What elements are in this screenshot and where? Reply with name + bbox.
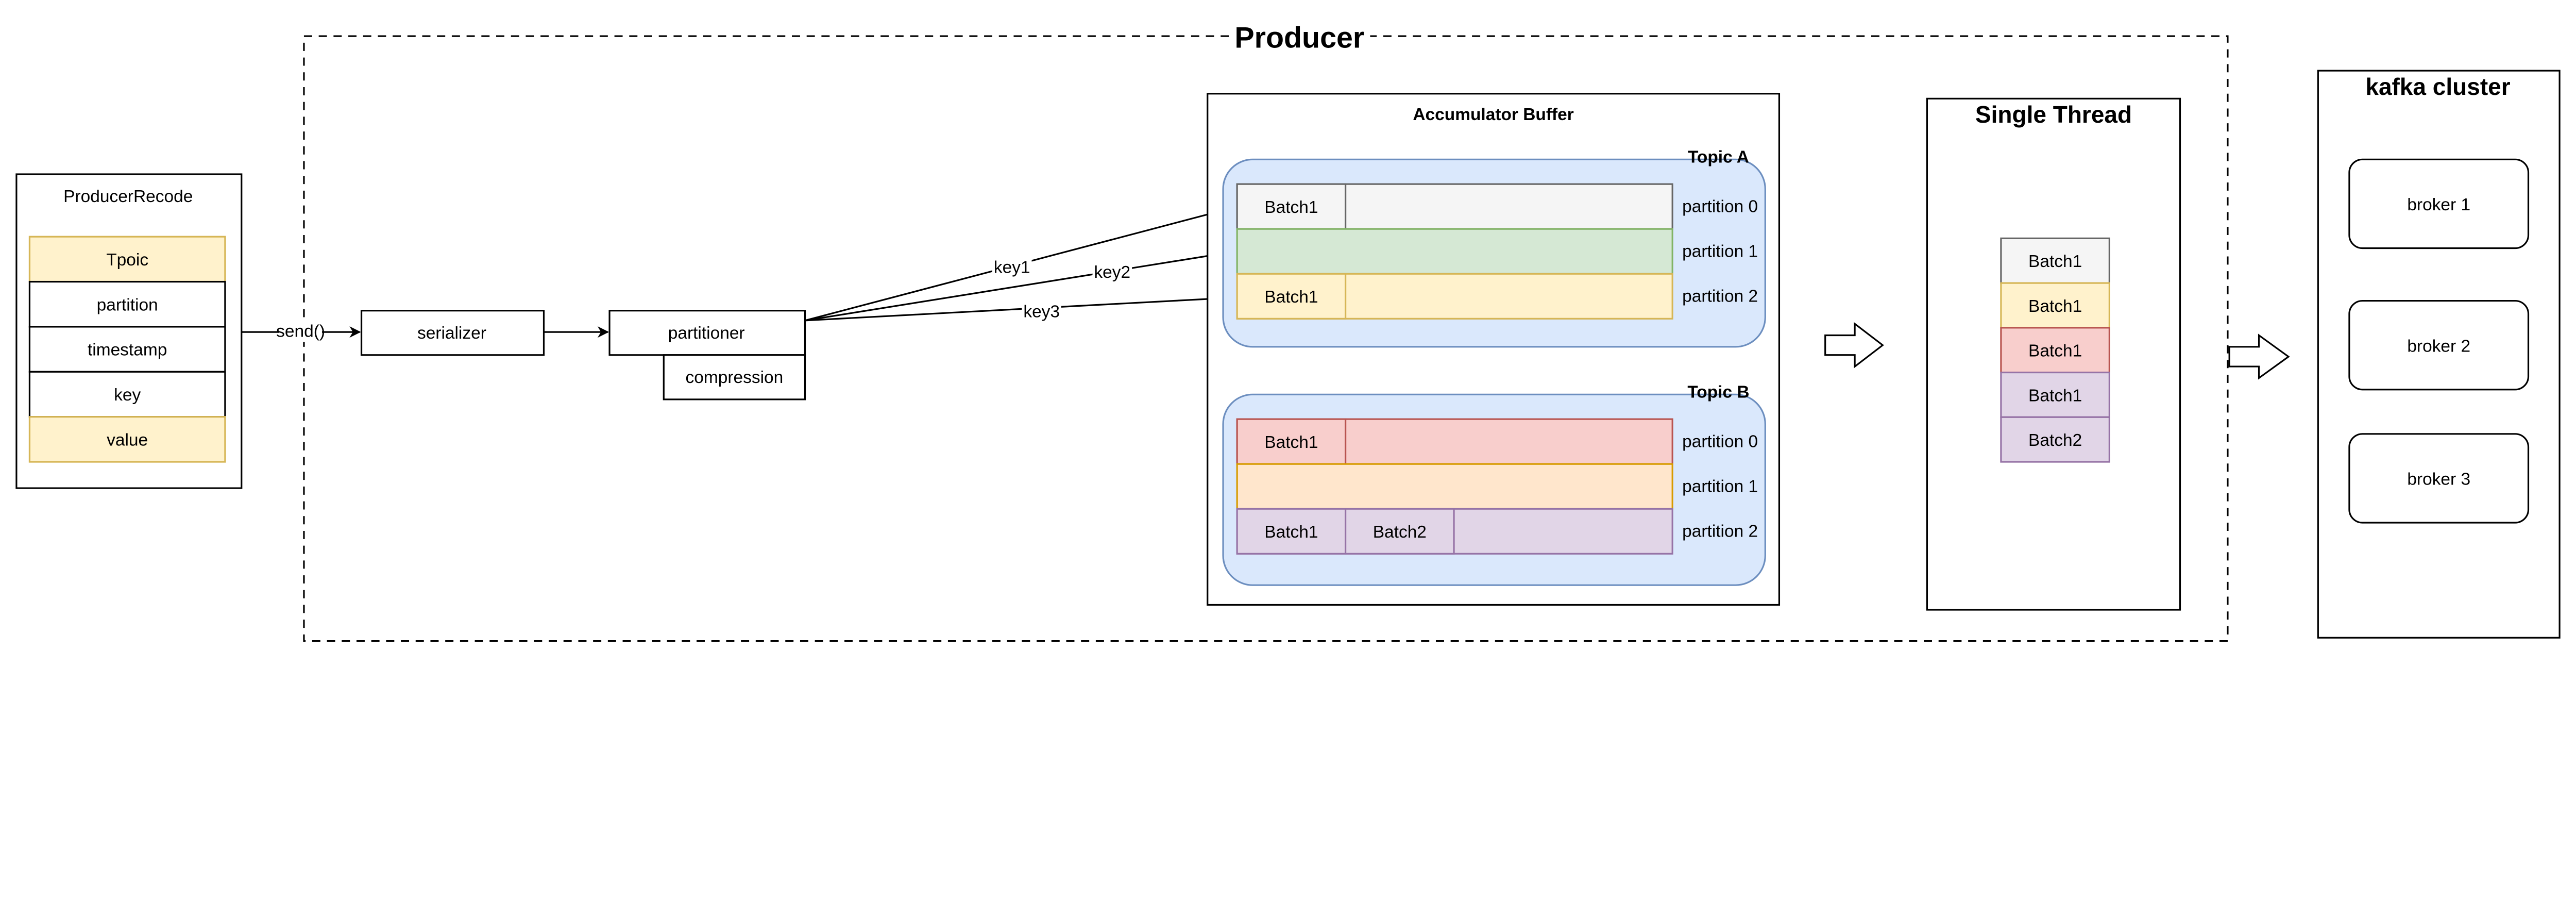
- batch-cell: [1345, 508, 1455, 555]
- broker-label: broker 2: [2407, 337, 2470, 356]
- producer-record: ProducerRecode Tpoic partition timestamp ke…: [15, 173, 243, 489]
- record-field: [28, 280, 226, 328]
- batch-label: Batch2: [1373, 523, 1427, 542]
- record-field-label: Tpoic: [106, 251, 148, 270]
- queued-batch-label: Batch1: [2028, 252, 2082, 271]
- key3-arrow: [805, 292, 1237, 322]
- queued-batch: [2000, 371, 2110, 418]
- record-title: ProducerRecode: [63, 187, 193, 206]
- record-field-label: value: [107, 430, 148, 449]
- broker-2: [2348, 299, 2530, 391]
- compression-label: compression: [686, 368, 784, 387]
- hollow-arrow-icon: [2228, 333, 2290, 380]
- record-field: [28, 416, 226, 463]
- send-label: send(): [276, 322, 325, 341]
- queued-batch-label: Batch1: [2028, 342, 2082, 361]
- accumulator-title: Accumulator Buffer: [1413, 105, 1573, 124]
- record-field: [28, 371, 226, 418]
- diagram-stage: Producer ProducerRecode Tpoic partition ti…: [15, 21, 2561, 642]
- queued-batch: [2000, 237, 2110, 284]
- queued-batch-label: Batch1: [2028, 297, 2082, 316]
- partition-label: partition 2: [1682, 522, 1758, 541]
- sender-title: Single Thread: [1975, 101, 2132, 128]
- queued-batch-label: Batch1: [2028, 386, 2082, 405]
- hollow-arrow-icon: [1824, 322, 1884, 369]
- producer-title: Producer: [1234, 21, 1364, 54]
- broker-3: [2348, 433, 2530, 524]
- partition-label: partition 0: [1682, 432, 1758, 451]
- partition-row: [1236, 463, 1673, 510]
- cluster-title: kafka cluster: [2365, 73, 2511, 101]
- batch-label: Batch1: [1264, 288, 1318, 307]
- topic-a: Topic A Batch1 partition 0 partition 1 Batch…: [1222, 148, 1766, 348]
- topic-b: Topic B Batch1 partition 0 partition 1 Batch…: [1222, 383, 1766, 586]
- partition-label: partition 1: [1682, 477, 1758, 496]
- batch-cell: [1236, 508, 1347, 555]
- queued-batch: [2000, 416, 2110, 463]
- compression-box: [663, 354, 806, 401]
- broker-label: broker 3: [2407, 470, 2470, 489]
- key2-label: key2: [1094, 263, 1130, 282]
- batch-cell: [1236, 183, 1347, 230]
- serializer-label: serializer: [417, 324, 486, 343]
- key2-arrow: [805, 247, 1237, 322]
- partition-label: partition 0: [1682, 197, 1758, 216]
- partitioner-label: partitioner: [668, 324, 745, 343]
- queued-batch: [2000, 327, 2110, 374]
- queued-batch-label: Batch2: [2028, 431, 2082, 450]
- batch-label: Batch1: [1264, 523, 1318, 542]
- partition-row: [1236, 228, 1673, 275]
- broker-1: [2348, 158, 2530, 249]
- partition-label: partition 2: [1682, 287, 1758, 306]
- record-field-label: timestamp: [88, 341, 167, 360]
- topic-name: Topic B: [1687, 383, 1749, 402]
- topic-name: Topic A: [1688, 148, 1749, 167]
- batch-label: Batch1: [1264, 433, 1318, 452]
- queued-batch: [2000, 282, 2110, 329]
- batch-cell: [1236, 273, 1347, 320]
- batch-label: Batch1: [1264, 198, 1318, 217]
- partition-label: partition 1: [1682, 242, 1758, 261]
- record-field-label: partition: [97, 295, 158, 314]
- key1-label: key1: [994, 258, 1030, 277]
- broker-label: broker 1: [2407, 195, 2470, 214]
- key3-label: key3: [1023, 302, 1060, 321]
- kafka-producer-diagram: Producer ProducerRecode Tpoic partition ti…: [15, 21, 2561, 642]
- partitioner-box: [608, 310, 806, 356]
- record-field-label: key: [114, 386, 141, 405]
